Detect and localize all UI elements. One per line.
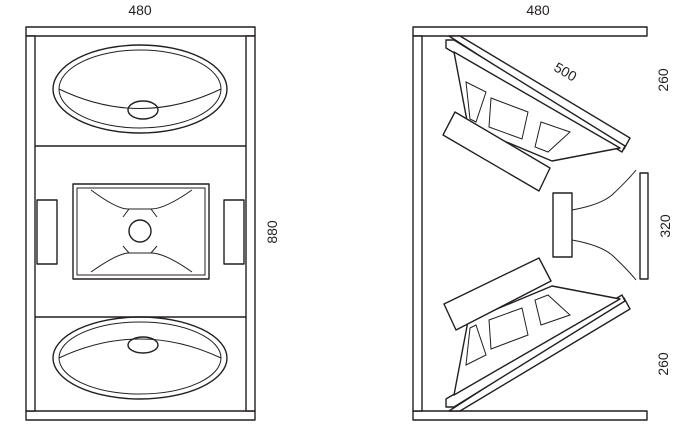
front-left-wall (25, 35, 36, 412)
upper-woofer (52, 44, 228, 134)
front-bottom-panel (25, 410, 256, 421)
lower-woofer (52, 316, 228, 400)
side-width-label: 480 (526, 2, 550, 18)
front-left-port (36, 199, 58, 265)
front-right-port (223, 199, 245, 265)
side-view: 480 500 260 320 260 (412, 2, 673, 421)
front-horn (72, 183, 210, 280)
upper-horn-wall (442, 35, 631, 192)
side-mouth-label: 320 (657, 214, 673, 238)
front-view: 480 880 (25, 2, 280, 421)
lower-horn-wall (443, 257, 631, 412)
side-bottom-section-label: 260 (655, 352, 671, 376)
side-back-wall (412, 35, 423, 412)
side-bottom-panel (412, 410, 648, 421)
side-mouth-board (639, 172, 649, 280)
side-top-section-label: 260 (655, 68, 671, 92)
side-top-panel (412, 26, 648, 37)
side-horn-length-label: 500 (551, 59, 579, 85)
front-top-panel (25, 26, 256, 37)
center-horn (552, 169, 637, 281)
front-width-label: 480 (128, 2, 152, 18)
front-right-wall (245, 35, 256, 412)
front-height-label: 880 (264, 220, 280, 244)
